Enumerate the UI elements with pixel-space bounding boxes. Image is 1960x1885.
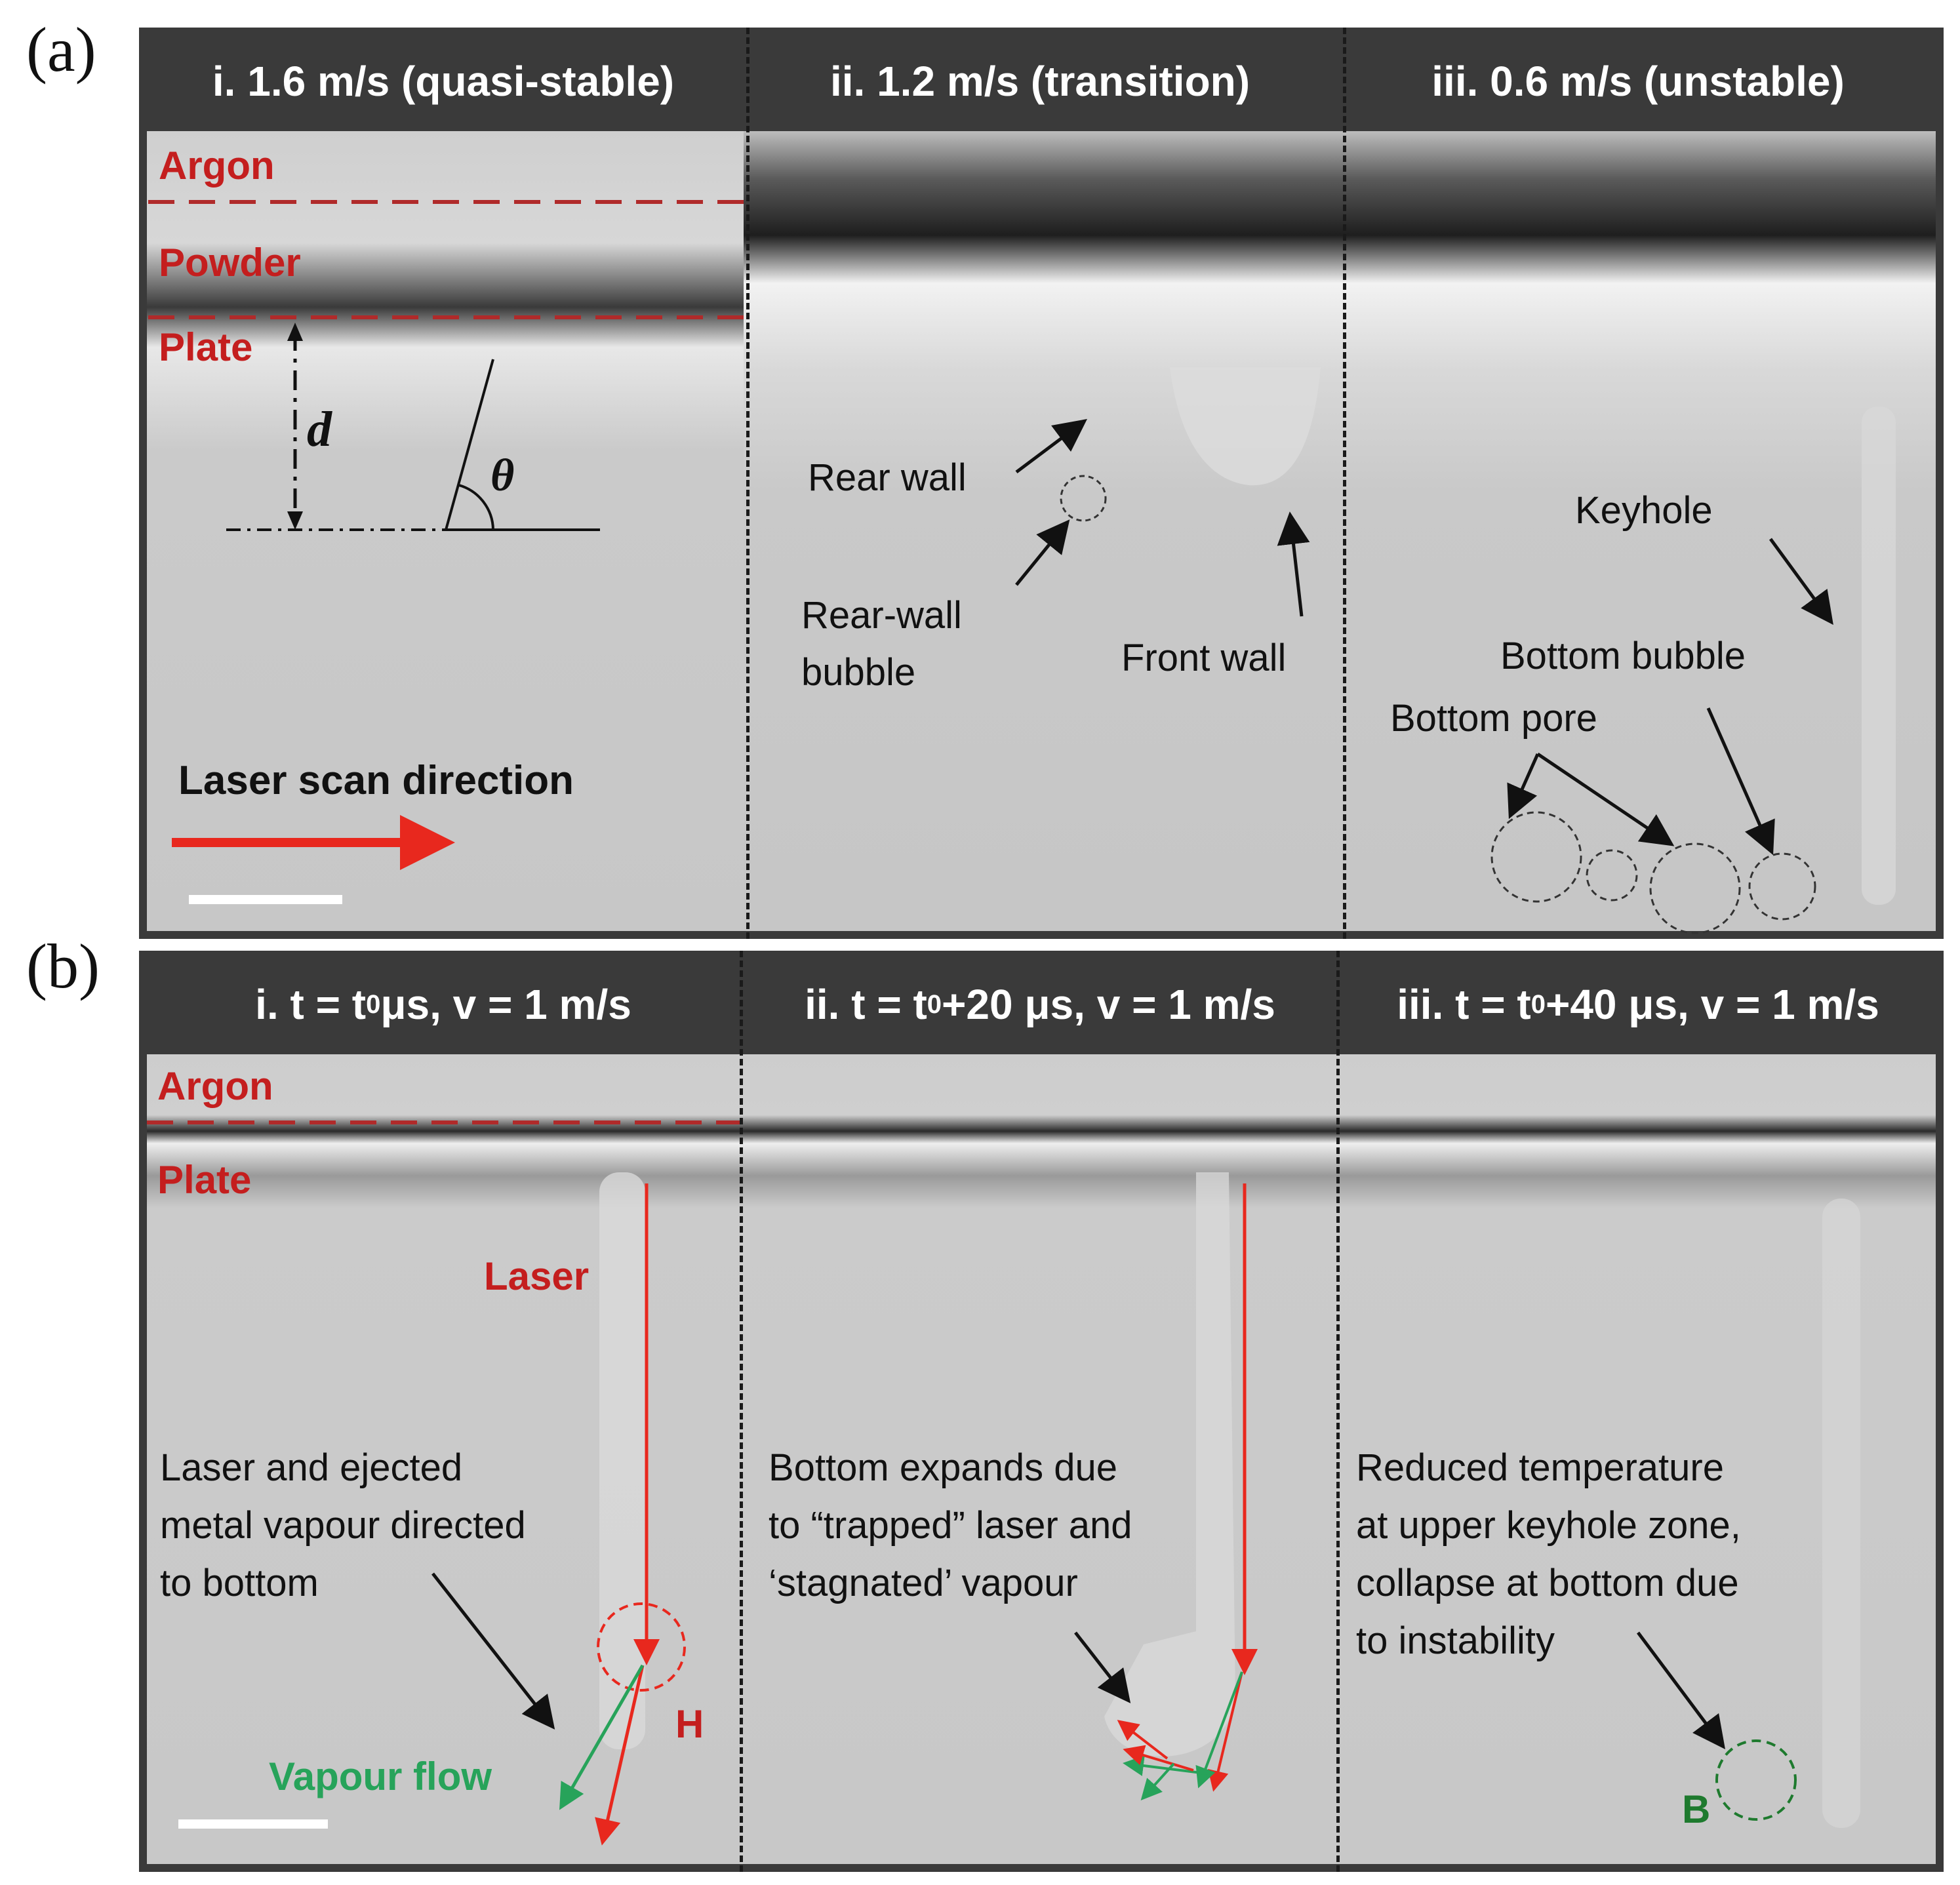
panel-a-header-iii: iii. 0.6 m/s (unstable)	[1431, 58, 1845, 105]
a-annotation-rear-wall-bubble-1: Rear-wall	[801, 594, 962, 637]
b-header-iii-suffix: +40 μs, v = 1 m/s	[1545, 981, 1879, 1028]
b-header-i-sub: 0	[366, 989, 381, 1019]
b-label-h: H	[675, 1702, 704, 1746]
a-annotation-rear-wall: Rear wall	[808, 456, 967, 499]
panel-a-letter: (a)	[26, 14, 96, 85]
a-annotation-keyhole: Keyhole	[1575, 489, 1713, 532]
b-header-iii-prefix: iii. t = t	[1397, 981, 1531, 1028]
b-description-ii: Bottom expands due to “trapped” laser an…	[769, 1446, 1132, 1604]
b-description-i: Laser and ejected metal vapour directed …	[160, 1446, 526, 1604]
a-annotation-bottom-pore: Bottom pore	[1390, 697, 1597, 740]
panel-a-header-i: i. 1.6 m/s (quasi-stable)	[212, 58, 675, 105]
a-annotation-bottom-bubble: Bottom bubble	[1500, 635, 1746, 677]
b-header-ii-suffix: +20 μs, v = 1 m/s	[942, 981, 1275, 1028]
panel-a-separator-2	[1343, 28, 1346, 939]
a-annotation-front-wall: Front wall	[1121, 637, 1287, 679]
b-description-iii: Reduced temperature at upper keyhole zon…	[1356, 1446, 1741, 1662]
b-label-b: B	[1682, 1787, 1711, 1831]
b-header-ii-sub: 0	[927, 989, 942, 1019]
b-label-laser: Laser	[484, 1254, 590, 1298]
b-label-vapour-flow: Vapour flow	[269, 1755, 492, 1798]
panel-b-letter: (b)	[26, 931, 100, 1001]
b-header-i-prefix: i. t = t	[255, 981, 367, 1028]
b-label-plate: Plate	[157, 1158, 252, 1202]
a-scan-direction-label: Laser scan direction	[178, 758, 574, 803]
b-header-i-suffix: μs, v = 1 m/s	[380, 981, 631, 1028]
a-label-argon: Argon	[159, 144, 275, 188]
panel-b-separator-2	[1336, 951, 1340, 1872]
panel-a-separator-1	[746, 28, 750, 939]
panel-a-header-ii: ii. 1.2 m/s (transition)	[830, 58, 1250, 105]
b-header-ii-prefix: ii. t = t	[805, 981, 927, 1028]
a-symbol-theta: θ	[490, 450, 515, 501]
a-symbol-d: d	[307, 402, 332, 457]
a-label-powder: Powder	[159, 241, 301, 285]
panel-b-image	[147, 1054, 1936, 1864]
a-annotation-rear-wall-bubble-2: bubble	[801, 651, 916, 694]
a-label-plate: Plate	[159, 325, 253, 369]
panel-b-separator-1	[740, 951, 743, 1872]
b-header-iii-sub: 0	[1530, 989, 1546, 1019]
b-label-argon: Argon	[157, 1064, 273, 1108]
